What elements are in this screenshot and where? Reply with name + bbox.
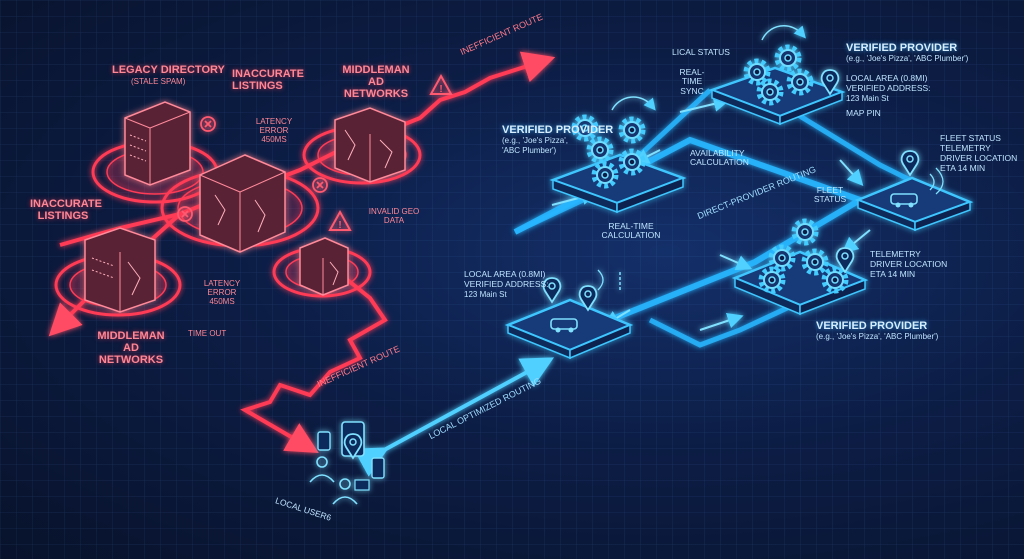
- eta-label-right: ETA 14 min: [940, 164, 985, 173]
- eta-label-lower: ETA 14 min: [870, 270, 915, 279]
- central-hub-server: [200, 155, 285, 252]
- telemetry-label-right: TELEMETRY: [940, 144, 991, 153]
- real-time-sync-label: REAL-TIME SYNC: [672, 68, 712, 96]
- fleet-status-label-right: FLEET STATUS: [940, 134, 1001, 143]
- svg-text:!: !: [338, 220, 341, 231]
- driver-location-label-lower: DRIVER LOCATION: [870, 260, 947, 269]
- provider-examples-left-1: (e.g., 'Joe's Pizza',: [502, 137, 568, 146]
- map-pin-label: MAP PIN: [846, 109, 881, 118]
- local-optimized-routing-path: [375, 365, 540, 455]
- error-x-icon: [313, 178, 327, 192]
- latency-error-label-bottom: LATENCY ERROR 450ms: [200, 280, 244, 306]
- legacy-directory-label: LEGACY DIRECTORY: [112, 64, 225, 76]
- driver-location-label-right: DRIVER LOCATION: [940, 154, 1017, 163]
- time-out-label: TIME OUT: [188, 330, 226, 339]
- verified-provider-title-top: VERIFIED PROVIDER: [846, 42, 957, 54]
- legacy-directory-server: [125, 102, 190, 185]
- local-area-label-lower: LOCAL AREA (0.8mi): [464, 270, 545, 279]
- address-value-top: 123 Main St: [846, 95, 889, 104]
- inaccurate-listings-label-top: INACCURATE LISTINGS: [232, 68, 280, 92]
- verified-address-label-top: VERIFIED ADDRESS:: [846, 84, 931, 93]
- stale-spam-label: (STALE SPAM): [131, 78, 185, 87]
- svg-text:!: !: [439, 84, 442, 95]
- real-time-calculation-label: REAL-TIME CALCULATION: [600, 222, 662, 241]
- verified-provider-node-right: [735, 221, 865, 314]
- provider-examples-left-2: 'ABC Plumber'): [502, 147, 556, 156]
- middleman-networks-label-top: MIDDLEMAN AD NETWORKS: [338, 64, 414, 100]
- invalid-geo-data-label: INVALID GEO DATA: [368, 208, 420, 226]
- local-users-icon: [310, 422, 384, 504]
- provider-examples-lower: (e.g., 'Joe's Pizza', 'ABC Plumber'): [816, 333, 938, 342]
- middleman-server-bottom: [85, 228, 155, 312]
- warning-triangle-icon: !: [330, 212, 350, 231]
- verified-address-label-lower: VERIFIED ADDRESS:: [464, 280, 549, 289]
- latency-error-label-top: LATENCY ERROR 450ms: [250, 118, 298, 144]
- verified-provider-node-top: [712, 47, 842, 124]
- geo-server: [300, 238, 348, 295]
- provider-examples-top: (e.g., 'Joe's Pizza', 'ABC Plumber'): [846, 55, 968, 64]
- local-area-label-top: LOCAL AREA (0.8mi): [846, 74, 927, 83]
- local-status-label: LICAL STATUS: [672, 48, 730, 57]
- inaccurate-listings-label-left: INACCURATE LISTINGS: [30, 198, 96, 222]
- verified-provider-title-lower: VERIFIED PROVIDER: [816, 320, 927, 332]
- legacy-network: ! !: [56, 62, 540, 445]
- availability-calculation-label: AVAILABILITY CALCULATION: [690, 149, 760, 168]
- middleman-server-top: [335, 108, 405, 182]
- warning-triangle-icon: !: [431, 76, 451, 95]
- middleman-networks-label-bottom: MIDDLEMAN AD NETWORKS: [96, 330, 166, 366]
- address-value-lower: 123 Main St: [464, 291, 507, 300]
- telemetry-label-lower: TELEMETRY: [870, 250, 921, 259]
- verified-provider-title-left: VERIFIED PROVIDER: [502, 124, 613, 136]
- error-x-icon: [201, 117, 215, 131]
- fleet-status-label-mid: FLEET STATUS: [810, 186, 850, 205]
